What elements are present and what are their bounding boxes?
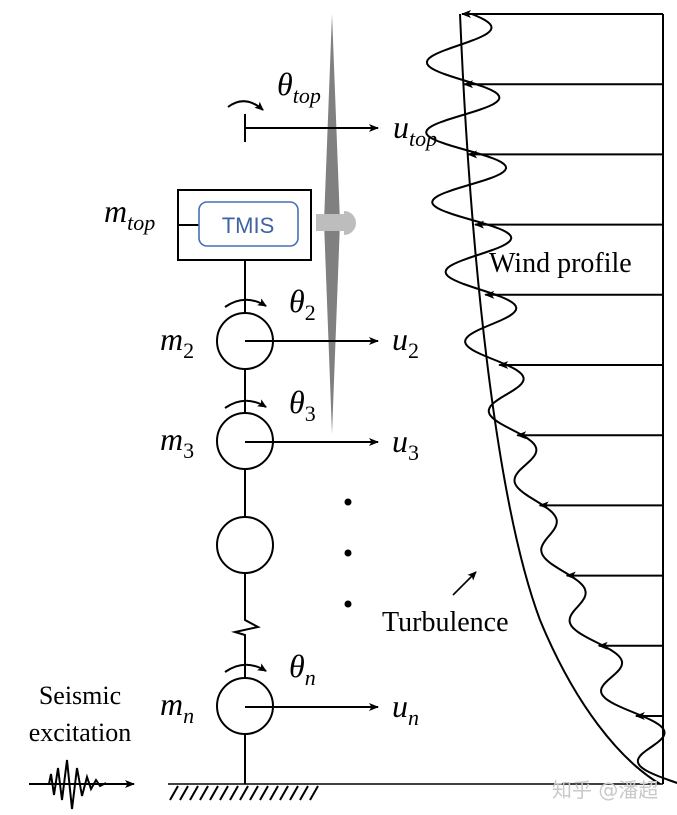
u-2-label: u2 [392,321,419,363]
turbulence-curve [425,13,677,785]
theta-2-label: θ2 [289,283,316,325]
ground-hatch-mark [309,785,319,801]
ellipsis-dot [344,549,352,557]
ground-hatch-mark [219,785,229,801]
ground-hatch-mark [249,785,259,801]
ground-hatch-mark [229,785,239,801]
u-n-label: un [392,688,419,730]
u-3-label: u3 [392,423,419,465]
ground-hatch-mark [289,785,299,801]
seismic-wave-icon [29,759,135,810]
ground-hatch-mark [279,785,289,801]
theta3-arrow [224,399,267,409]
turbulence-label: Turbulence [382,607,509,638]
ellipsis-dot [344,600,352,608]
m-2-label: m2 [160,321,194,363]
thetan-arrow [224,663,267,673]
u-top-label: utop [393,109,437,151]
ground-hatch-mark [179,785,189,801]
seismic-label: Seismic [39,681,121,710]
rotor-hub [344,211,356,235]
excitation-label: excitation [29,718,132,747]
wind-arrows [461,10,663,720]
theta-top-label: θtop [277,66,321,108]
m-top-label: mtop [104,193,155,235]
top-node [227,100,379,142]
theta-n-label: θn [289,648,316,690]
mean-wind-profile-curve [459,13,661,785]
ground-hatch-mark [269,785,279,801]
tower-line [231,260,261,784]
theta2-arrow [224,298,267,308]
ground-hatch-mark [189,785,199,801]
theta-3-label: θ3 [289,384,316,426]
mass-circle-intermediate [216,516,274,574]
ellipsis-dot [344,498,352,506]
ground-hatch-mark [209,785,219,801]
m-3-label: m3 [160,421,194,463]
ground-hatch-mark [259,785,269,801]
wind-profile-label: Wind profile [489,248,632,279]
break-symbol [231,617,261,679]
ground-hatch-mark [299,785,309,801]
ground-hatch-mark [169,785,179,801]
ground-hatch-mark [199,785,209,801]
tmis-device [198,201,299,247]
ground [168,783,663,801]
nacelle-shaft [316,214,346,231]
ground-hatch-mark [239,785,249,801]
tmis-label: TMIS [222,213,275,238]
m-n-label: mn [160,686,194,728]
watermark: 知乎 @潘超 [552,778,658,802]
turbulence-pointer [452,571,477,596]
